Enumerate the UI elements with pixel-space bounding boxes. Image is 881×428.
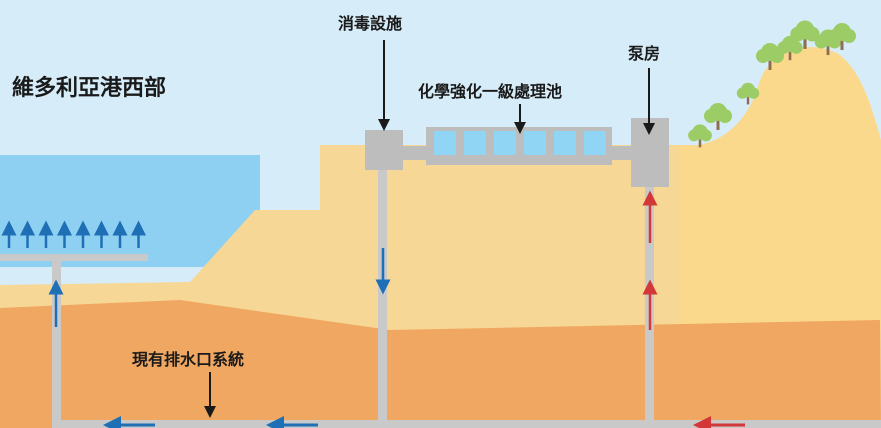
- disinfection-label: 消毒設施: [338, 14, 403, 33]
- outfall-diffuser: [0, 254, 148, 261]
- soil-layer: [0, 300, 881, 428]
- outfall-riser-pipe: [52, 261, 61, 421]
- region-label: 維多利亞港西部: [12, 76, 167, 101]
- tank-water-cell: [554, 131, 576, 155]
- tree-icon: [688, 124, 712, 148]
- hill: [680, 47, 881, 331]
- ceptp-label: 化學強化一級處理池: [418, 82, 563, 101]
- sea: [0, 155, 260, 267]
- tree-icon: [704, 103, 732, 130]
- tree-icon: [777, 35, 803, 61]
- pumping-house-label: 泵房: [628, 44, 661, 63]
- tank-water-cell: [494, 131, 516, 155]
- tank-water-cells: [434, 131, 606, 155]
- disinfection-pipe: [378, 170, 387, 422]
- bottom-conduit: [52, 420, 881, 428]
- disinfection-facility: [365, 130, 403, 170]
- tree-icon: [828, 23, 856, 50]
- tree-group: [688, 20, 856, 148]
- tank-water-cell: [524, 131, 546, 155]
- existing-drainage-label: 現有排水口系統: [132, 350, 245, 369]
- tank-water-cell: [584, 131, 606, 155]
- tree-icon: [736, 82, 760, 105]
- diffuser-arrows: [1, 220, 146, 248]
- tank-water-cell: [434, 131, 456, 155]
- tank-water-cell: [464, 131, 486, 155]
